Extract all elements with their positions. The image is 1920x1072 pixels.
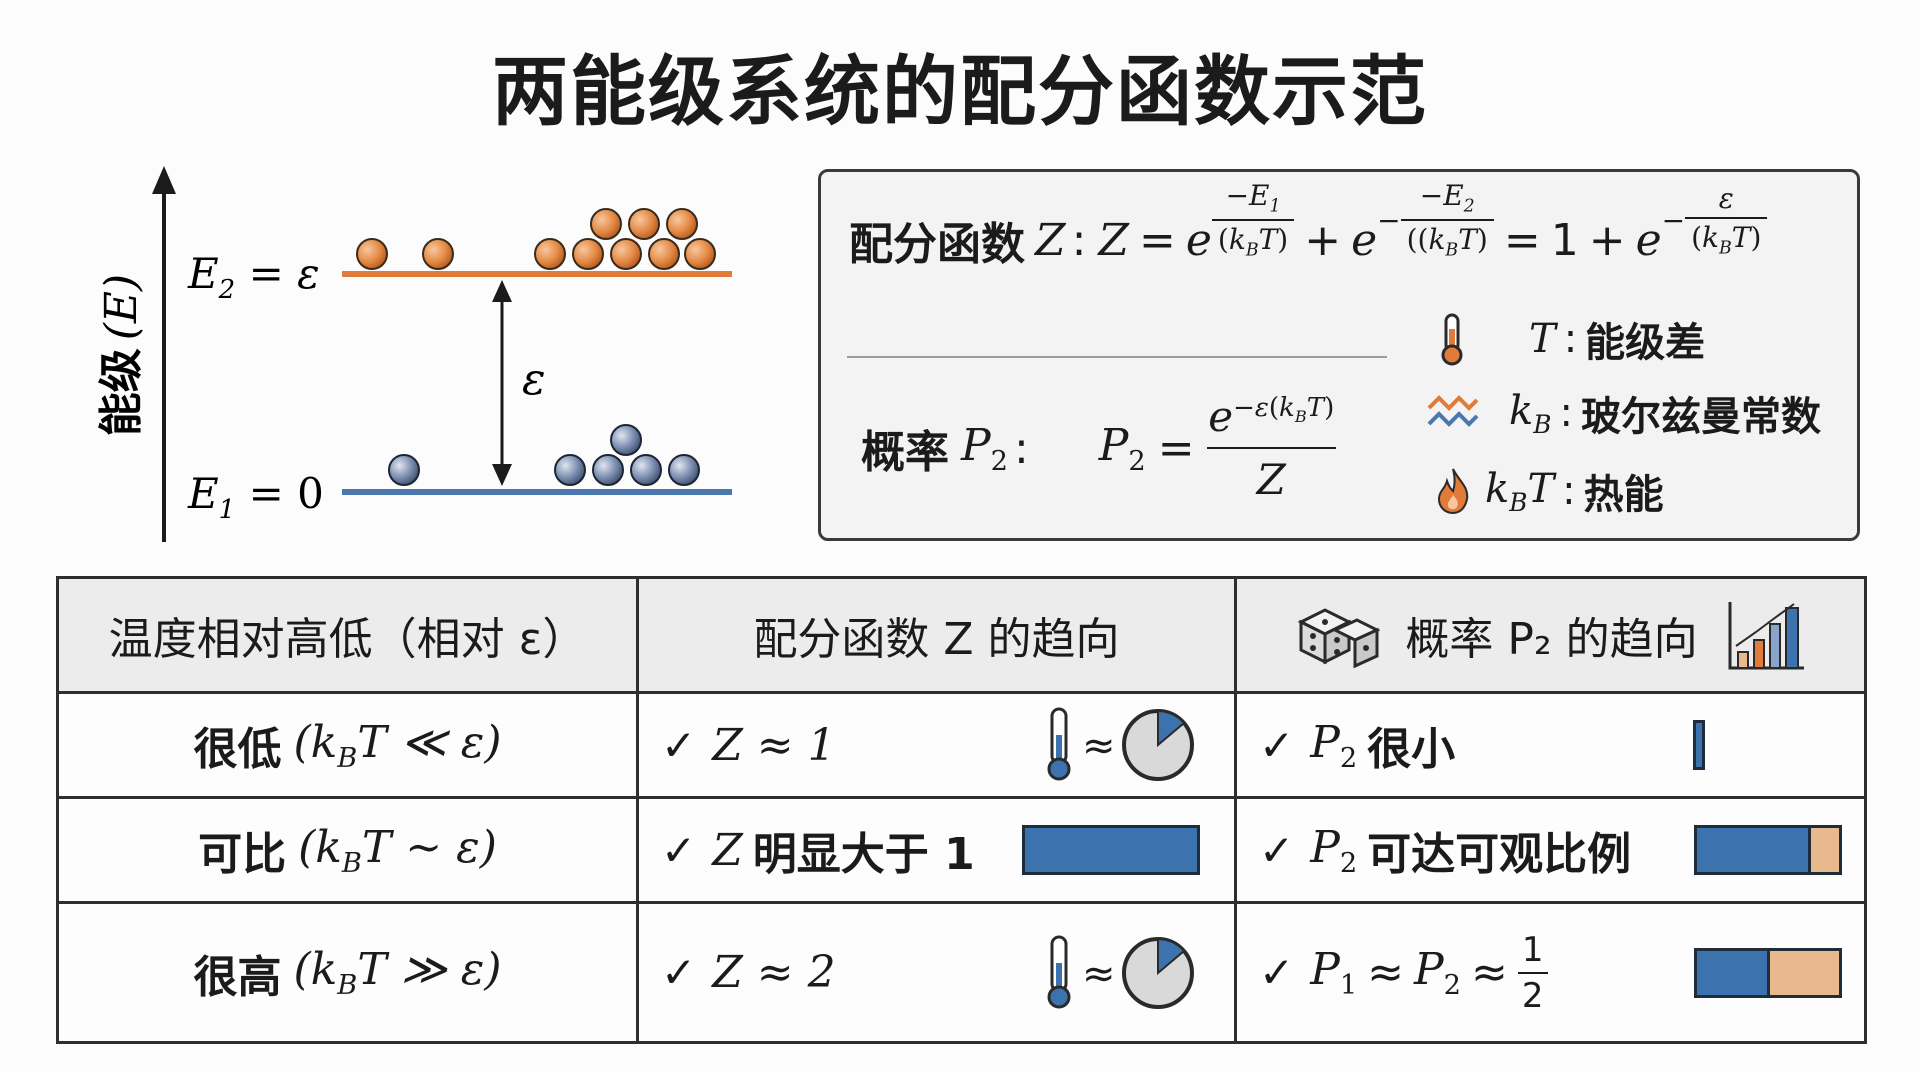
energy-axis-arrowhead xyxy=(152,166,176,194)
particle xyxy=(534,238,566,270)
gap-label: ε xyxy=(522,354,546,405)
legend-item-thermal-energy: kBT : 热能 xyxy=(1435,462,1664,520)
particle xyxy=(590,208,622,240)
table-row: 可比 (kBT ~ ε) ✓ Z 明显大于 1 ✓ P2 可达 xyxy=(56,796,1867,905)
probability-label: 概率 xyxy=(861,427,949,478)
z-trend-cell: ✓ Z ≈ 1 ≈ xyxy=(636,690,1237,800)
upper-particles xyxy=(356,208,716,270)
particle xyxy=(554,454,586,486)
axis-label: 能级(E) xyxy=(96,274,147,436)
check-icon: ✓ xyxy=(1259,825,1295,875)
particle xyxy=(666,208,698,240)
page-title: 两能级系统的配分函数示范 xyxy=(492,47,1428,136)
lower-particles xyxy=(388,424,700,486)
flame-icon xyxy=(1437,468,1469,515)
check-icon: ✓ xyxy=(661,720,697,770)
check-icon: ✓ xyxy=(1259,948,1295,998)
check-icon: ✓ xyxy=(661,948,697,998)
particle xyxy=(388,454,420,486)
particle xyxy=(356,238,388,270)
header-partition-function: 配分函数 Z 的趋向 xyxy=(636,576,1237,694)
particle xyxy=(592,454,624,486)
check-icon: ✓ xyxy=(661,825,697,875)
probability-bar-medium xyxy=(1694,825,1842,876)
particle xyxy=(684,238,716,270)
particle xyxy=(610,238,642,270)
z-trend-cell: ✓ Z 明显大于 1 xyxy=(636,796,1237,905)
lower-level-label: E1 = 0 xyxy=(187,469,324,525)
partition-function-formula: 配分函数 Z : Z = e −E1 (kBT) + e − −E2 ((kBT… xyxy=(849,179,1768,272)
particle xyxy=(610,424,642,456)
energy-level-diagram: 能级(E) E2 = ε E1 = 0 ε xyxy=(96,166,732,542)
check-icon: ✓ xyxy=(1259,720,1295,770)
probability-bar-small xyxy=(1693,720,1705,771)
formula-panel: 配分函数 Z : Z = e −E1 (kBT) + e − −E2 ((kBT… xyxy=(818,169,1860,541)
bar-chart-icon xyxy=(1728,602,1804,670)
p-trend-cell: ✓ P2 可达可观比例 xyxy=(1234,796,1867,905)
p-trend-cell: ✓ P2 很小 xyxy=(1234,690,1867,800)
table-row: 很高 (kBT ≫ ε) ✓ Z ≈ 2 ≈ xyxy=(56,901,1867,1044)
partition-function-label: 配分函数 xyxy=(849,219,1025,270)
probability-formula: 概率 P2 : P2 = e−ε(kBT) Z xyxy=(861,392,1336,504)
legend-item-temperature: T : 能级差 xyxy=(1435,310,1705,368)
thermometer-clock-icon: ≈ xyxy=(1047,935,1194,1009)
header-probability: 概率 P₂ 的趋向 xyxy=(1234,576,1867,694)
temp-cell: 很高 (kBT ≫ ε) xyxy=(56,901,639,1044)
particle xyxy=(648,238,680,270)
svg-text:≈: ≈ xyxy=(1082,951,1116,997)
thermometer-clock-icon: ≈ xyxy=(1047,707,1194,782)
table-header-row: 温度相对高低（相对 ε） 配分函数 Z 的趋向 概率 P₂ 的趋 xyxy=(56,576,1867,694)
particle xyxy=(628,208,660,240)
divider xyxy=(847,356,1387,358)
dice-icon xyxy=(1298,608,1381,669)
temp-cell: 很低 (kBT ≪ ε) xyxy=(56,690,639,800)
table-row: 很低 (kBT ≪ ε) ✓ Z ≈ 1 ≈ xyxy=(56,690,1867,800)
particle xyxy=(668,454,700,486)
z-symbol: Z xyxy=(1035,214,1066,266)
temp-cell: 可比 (kBT ~ ε) xyxy=(56,796,639,905)
wave-icon xyxy=(1427,395,1479,427)
header-temperature: 温度相对高低（相对 ε） xyxy=(56,576,639,694)
probability-bar-half xyxy=(1694,947,1842,998)
legend-item-boltzmann: kB : 玻尔兹曼常数 xyxy=(1427,384,1821,442)
trend-table: 温度相对高低（相对 ε） 配分函数 Z 的趋向 概率 P₂ 的趋 xyxy=(56,576,1867,1044)
partition-function-bar xyxy=(1022,825,1200,876)
z-trend-cell: ✓ Z ≈ 2 ≈ xyxy=(636,901,1237,1044)
particle xyxy=(630,454,662,486)
upper-level-label: E2 = ε xyxy=(187,249,320,305)
particle xyxy=(422,238,454,270)
thermometer-icon xyxy=(1441,313,1463,366)
svg-text:≈: ≈ xyxy=(1082,723,1116,769)
particle xyxy=(572,238,604,270)
